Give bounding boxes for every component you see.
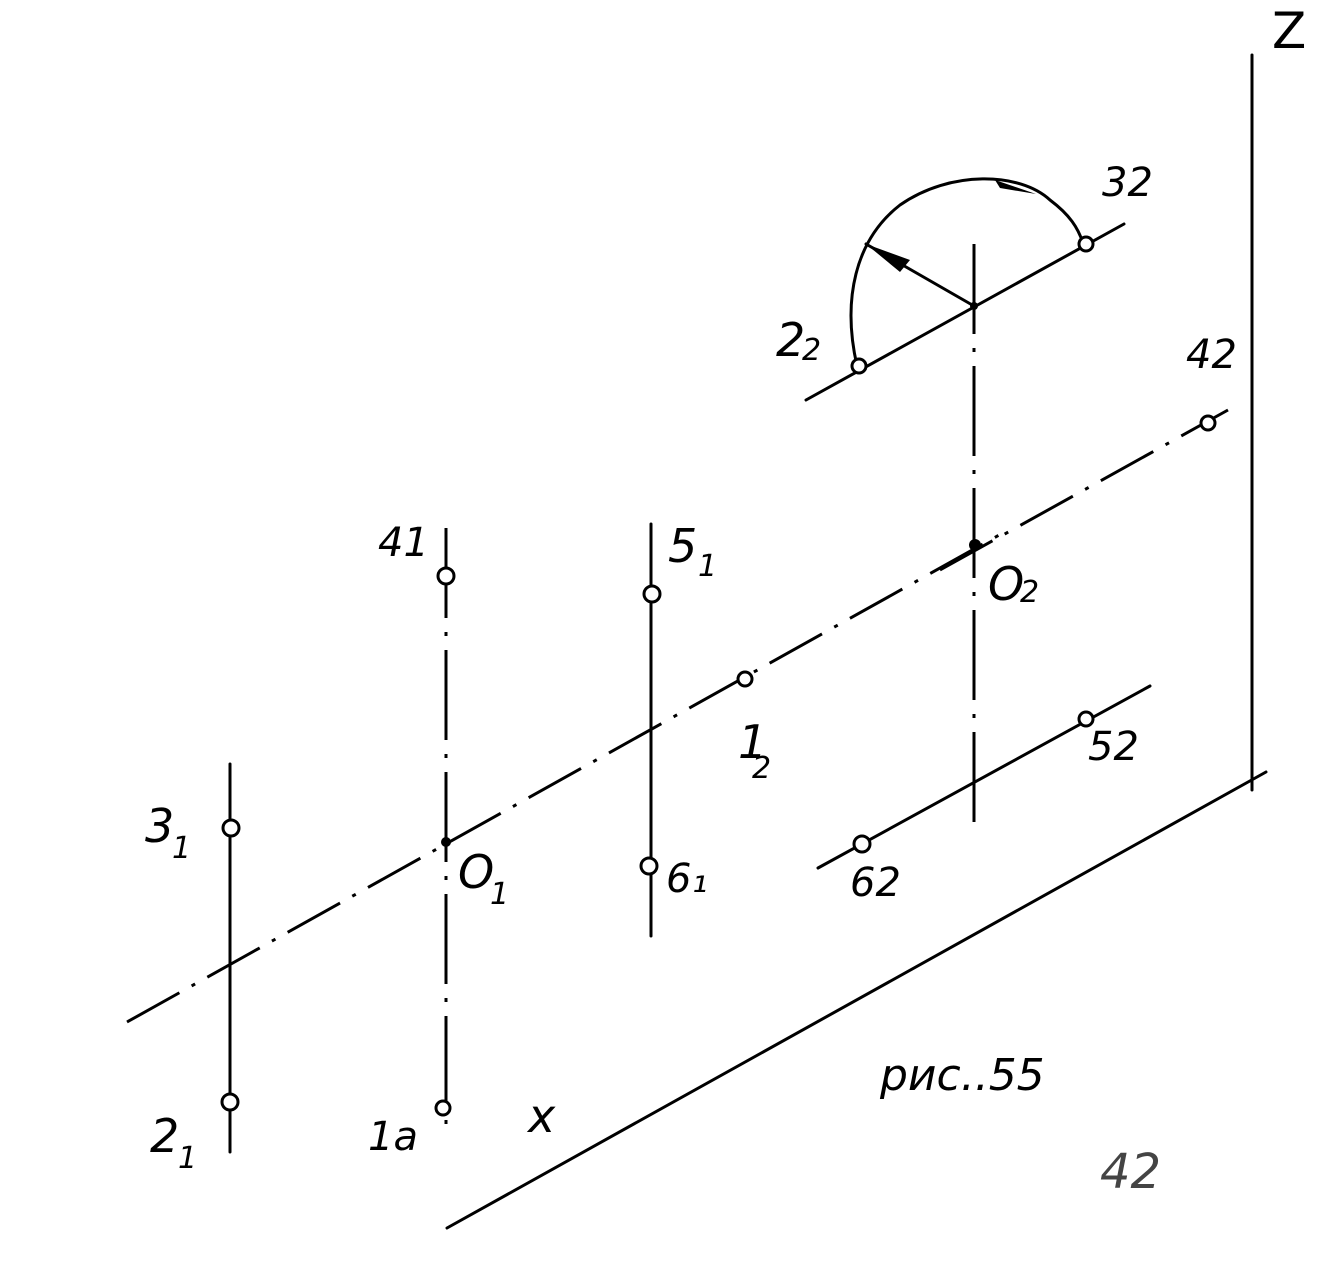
point-4-1 — [436, 566, 456, 586]
rotation-arc — [849, 177, 1085, 368]
page-number: 42 — [1100, 1144, 1161, 1200]
point-o1 — [441, 837, 451, 847]
label-o2-sub: 2 — [1020, 575, 1039, 610]
point-3-1 — [221, 818, 241, 838]
point-1a — [434, 1099, 452, 1117]
label-1-2: 1 — [738, 715, 767, 769]
point-center — [970, 302, 978, 310]
z-axis-label: Z — [1272, 2, 1306, 60]
line-2-2-3-2 — [804, 222, 1126, 402]
point-5-2 — [1077, 710, 1095, 728]
point-o2 — [969, 539, 981, 551]
arc-arrowhead — [995, 180, 1036, 194]
label-6-1: 6₁ — [666, 856, 707, 902]
label-5-1: 5 — [668, 519, 697, 573]
label-3-1-sub: 1 — [172, 831, 191, 866]
point-2-2 — [850, 357, 868, 375]
label-2-1: 2 — [150, 1109, 179, 1163]
label-3-2: 32 — [1102, 160, 1153, 206]
figure-caption: рис..55 — [879, 1050, 1045, 1101]
point-5-1 — [642, 584, 662, 604]
x-axis-line — [445, 770, 1268, 1230]
label-6-2: 62 — [850, 860, 901, 906]
label-5-1-sub: 1 — [698, 549, 717, 584]
label-4-2: 42 — [1186, 332, 1237, 378]
point-1-2 — [736, 670, 754, 688]
label-o1-sub: 1 — [490, 877, 509, 912]
axis-to-4-2 — [939, 408, 1229, 572]
label-2-2-sub: 2 — [802, 333, 821, 368]
label-2-1-sub: 1 — [178, 1141, 197, 1176]
label-o2: O — [988, 557, 1024, 611]
label-1-2-sub: 2 — [752, 751, 771, 786]
point-4-2 — [1199, 414, 1217, 432]
label-1a: 1a — [368, 1114, 418, 1160]
label-4-1: 41 — [378, 520, 429, 566]
label-5-2: 52 — [1088, 724, 1139, 770]
line-6-2-5-2 — [816, 684, 1152, 870]
label-o1: O — [458, 845, 494, 899]
main-axis-o1-o2 — [126, 532, 1002, 1024]
label-3-1: 3 — [145, 799, 174, 853]
radius-arrowhead — [866, 244, 910, 272]
point-6-2 — [852, 834, 872, 854]
x-axis-label: x — [526, 1089, 556, 1143]
point-3-2 — [1077, 235, 1095, 253]
label-2-2: 2 — [776, 313, 805, 367]
point-2-1 — [220, 1092, 240, 1112]
point-6-1 — [639, 856, 659, 876]
